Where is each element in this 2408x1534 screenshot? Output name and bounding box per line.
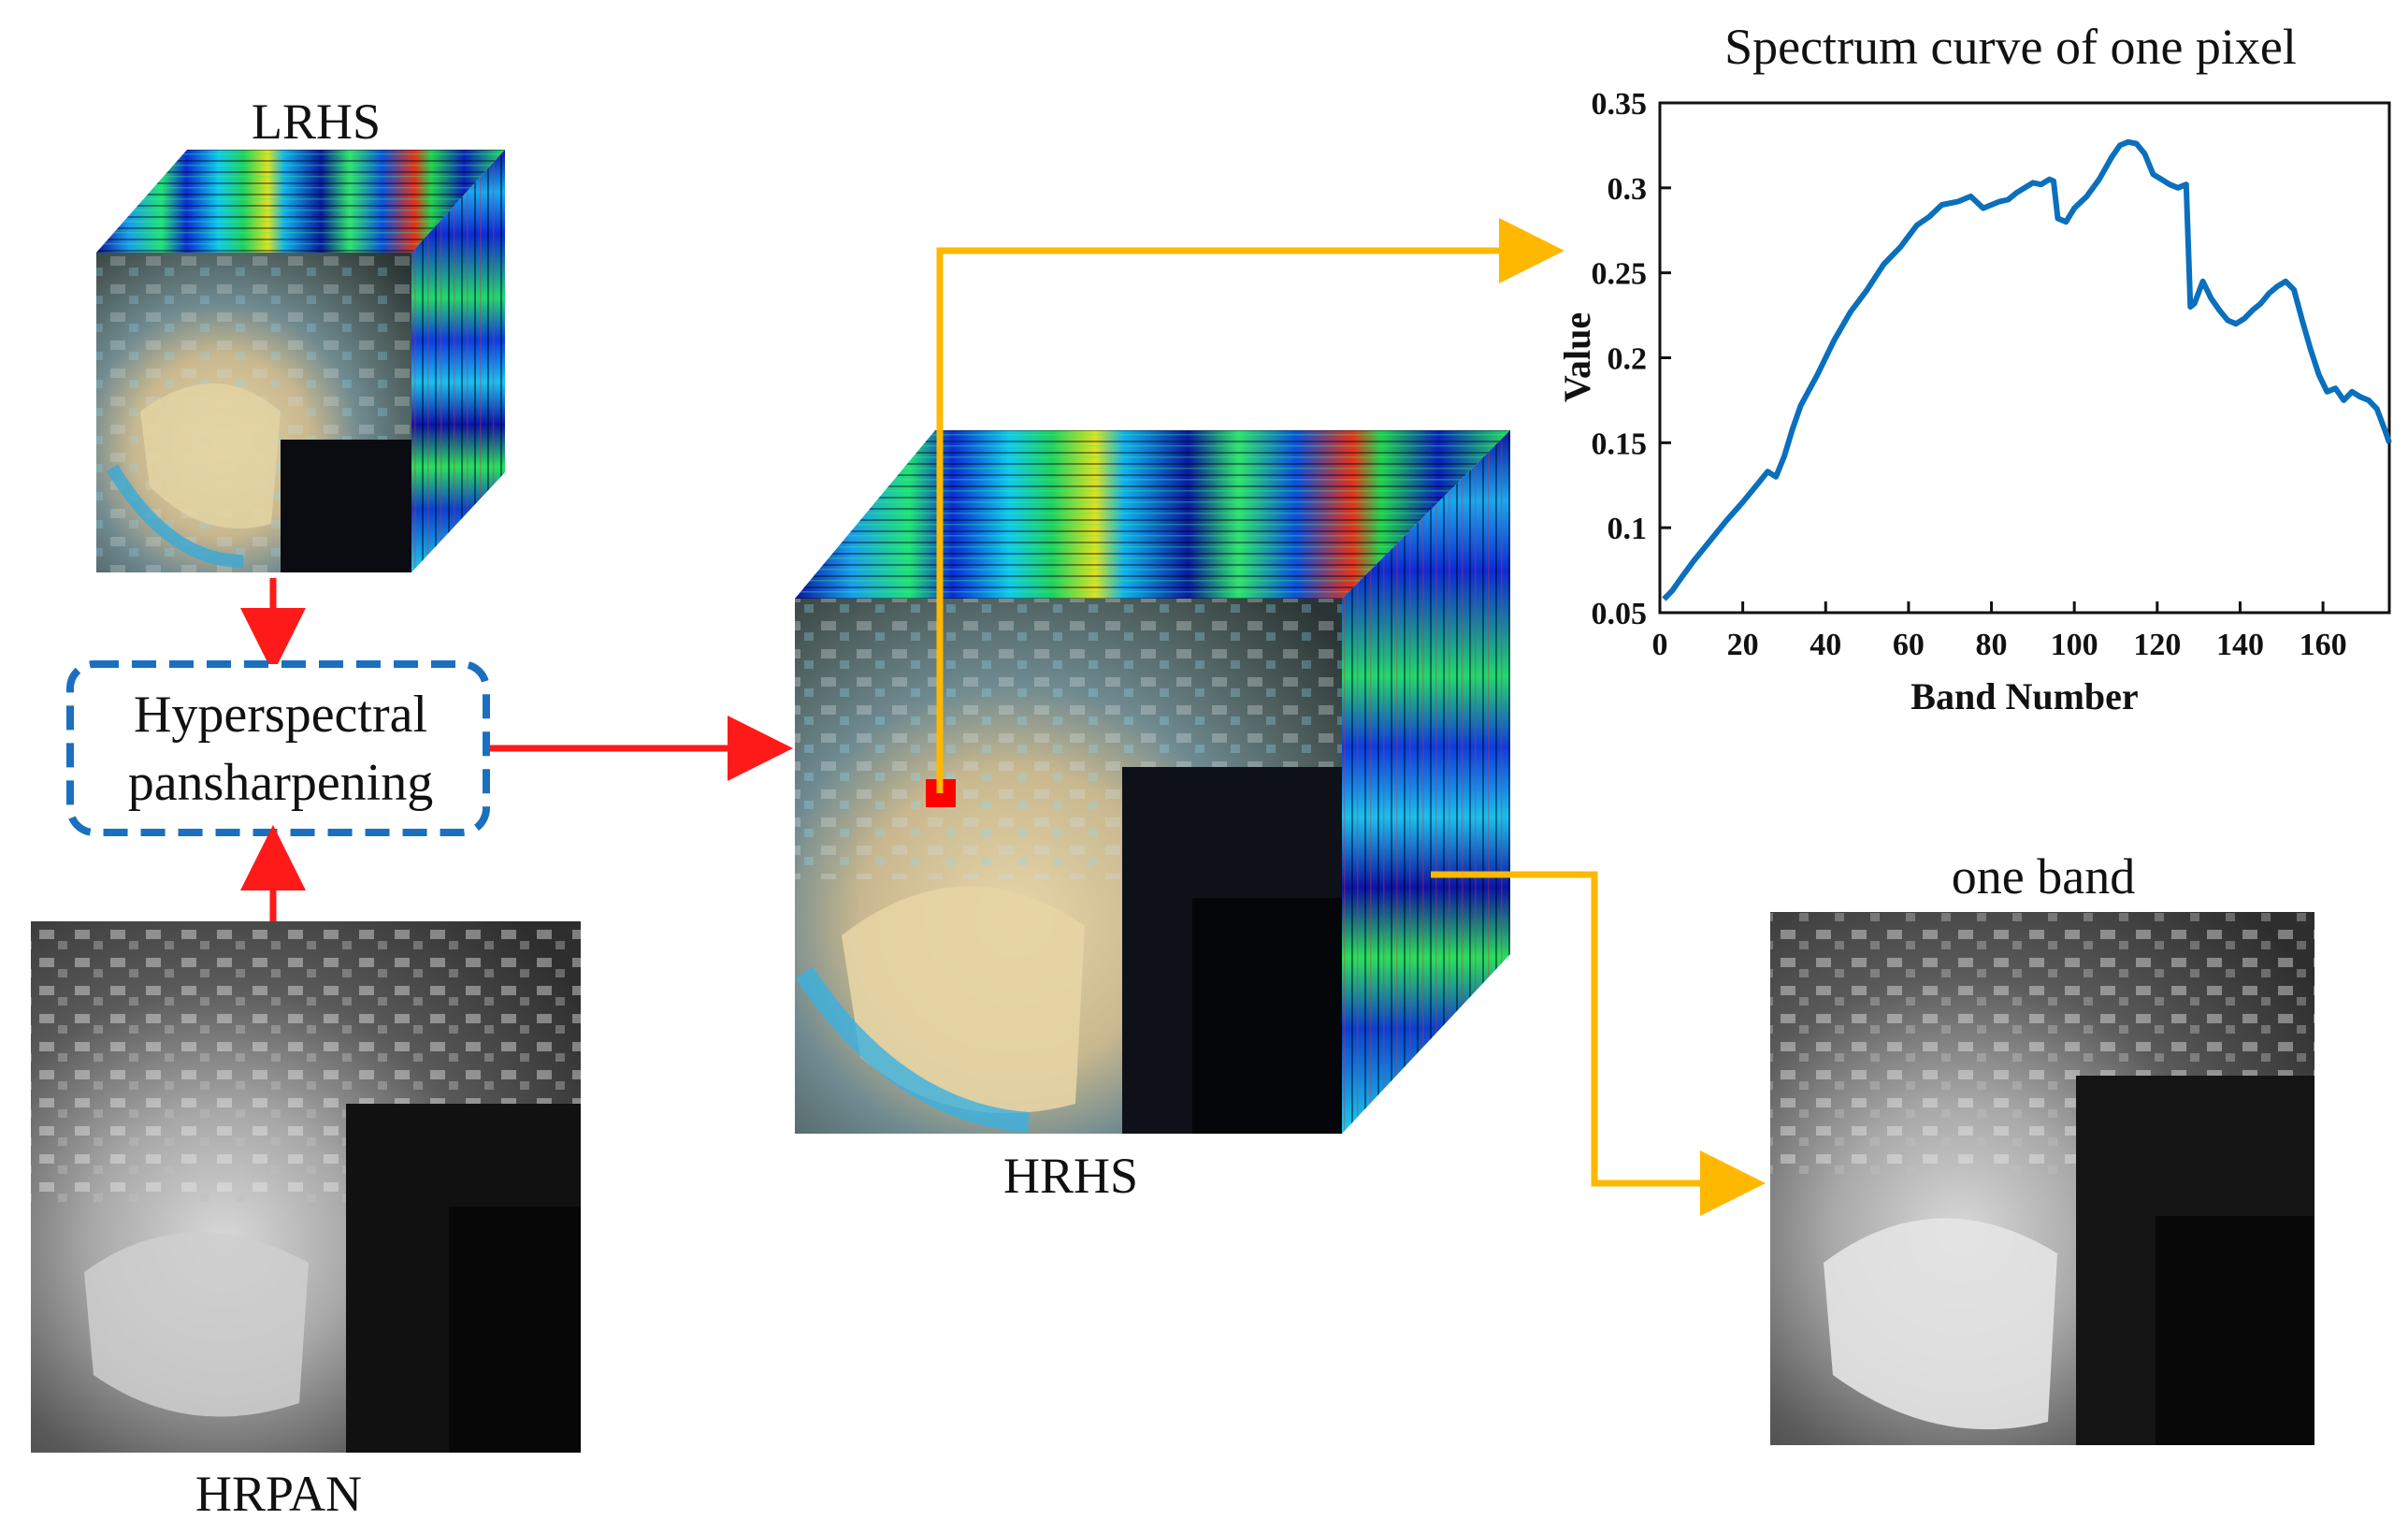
x-tick-label: 120 <box>2133 628 2181 662</box>
chart-ylabel: Value <box>1556 312 1598 402</box>
x-tick-label: 100 <box>2051 628 2098 662</box>
x-tick-label: 0 <box>1652 628 1668 662</box>
process-label-line2: pansharpening <box>128 754 434 812</box>
y-tick-label: 0.25 <box>1592 257 1648 292</box>
hrpan-image <box>31 921 581 1453</box>
hrhs-cube <box>795 430 1510 1134</box>
spectrum-chart: Spectrum curve of one pixel 0 20 40 60 80 100… <box>1556 19 2392 717</box>
hrhs-label: HRHS <box>1003 1148 1138 1204</box>
hrpan-label: HRPAN <box>195 1466 362 1522</box>
y-tick-label: 0.15 <box>1592 427 1648 461</box>
arrow-cube-to-band <box>1431 871 1766 1216</box>
chart-ticks: 0 20 40 60 80 100 120 140 160 0.05 0.1 0.15 0.2 0.25 0… <box>1592 87 2347 662</box>
y-tick-label: 0.3 <box>1608 172 1648 207</box>
x-tick-label: 140 <box>2216 628 2264 662</box>
y-tick-label: 0.35 <box>1592 87 1648 122</box>
x-tick-label: 160 <box>2300 628 2347 662</box>
pansharpening-process-box: Hyperspectral pansharpening <box>66 660 490 836</box>
x-tick-label: 40 <box>1810 628 1841 662</box>
arrow-pixel-to-spectrum <box>936 218 1564 793</box>
y-tick-label: 0.05 <box>1592 597 1648 631</box>
x-tick-label: 80 <box>1976 628 2008 662</box>
x-tick-label: 20 <box>1727 628 1759 662</box>
chart-xlabel: Band Number <box>1911 675 2138 717</box>
process-label-line1: Hyperspectral <box>134 686 427 744</box>
one-band-image <box>1770 912 2314 1445</box>
one-band-label: one band <box>1952 848 2135 904</box>
y-tick-label: 0.1 <box>1608 512 1648 546</box>
x-tick-label: 60 <box>1893 628 1925 662</box>
chart-plot-area <box>1658 101 2391 615</box>
lrhs-label: LRHS <box>252 94 381 150</box>
y-tick-label: 0.2 <box>1608 342 1648 377</box>
spectrum-curve <box>1662 138 2392 601</box>
chart-title: Spectrum curve of one pixel <box>1724 19 2297 75</box>
lrhs-cube <box>96 150 505 572</box>
